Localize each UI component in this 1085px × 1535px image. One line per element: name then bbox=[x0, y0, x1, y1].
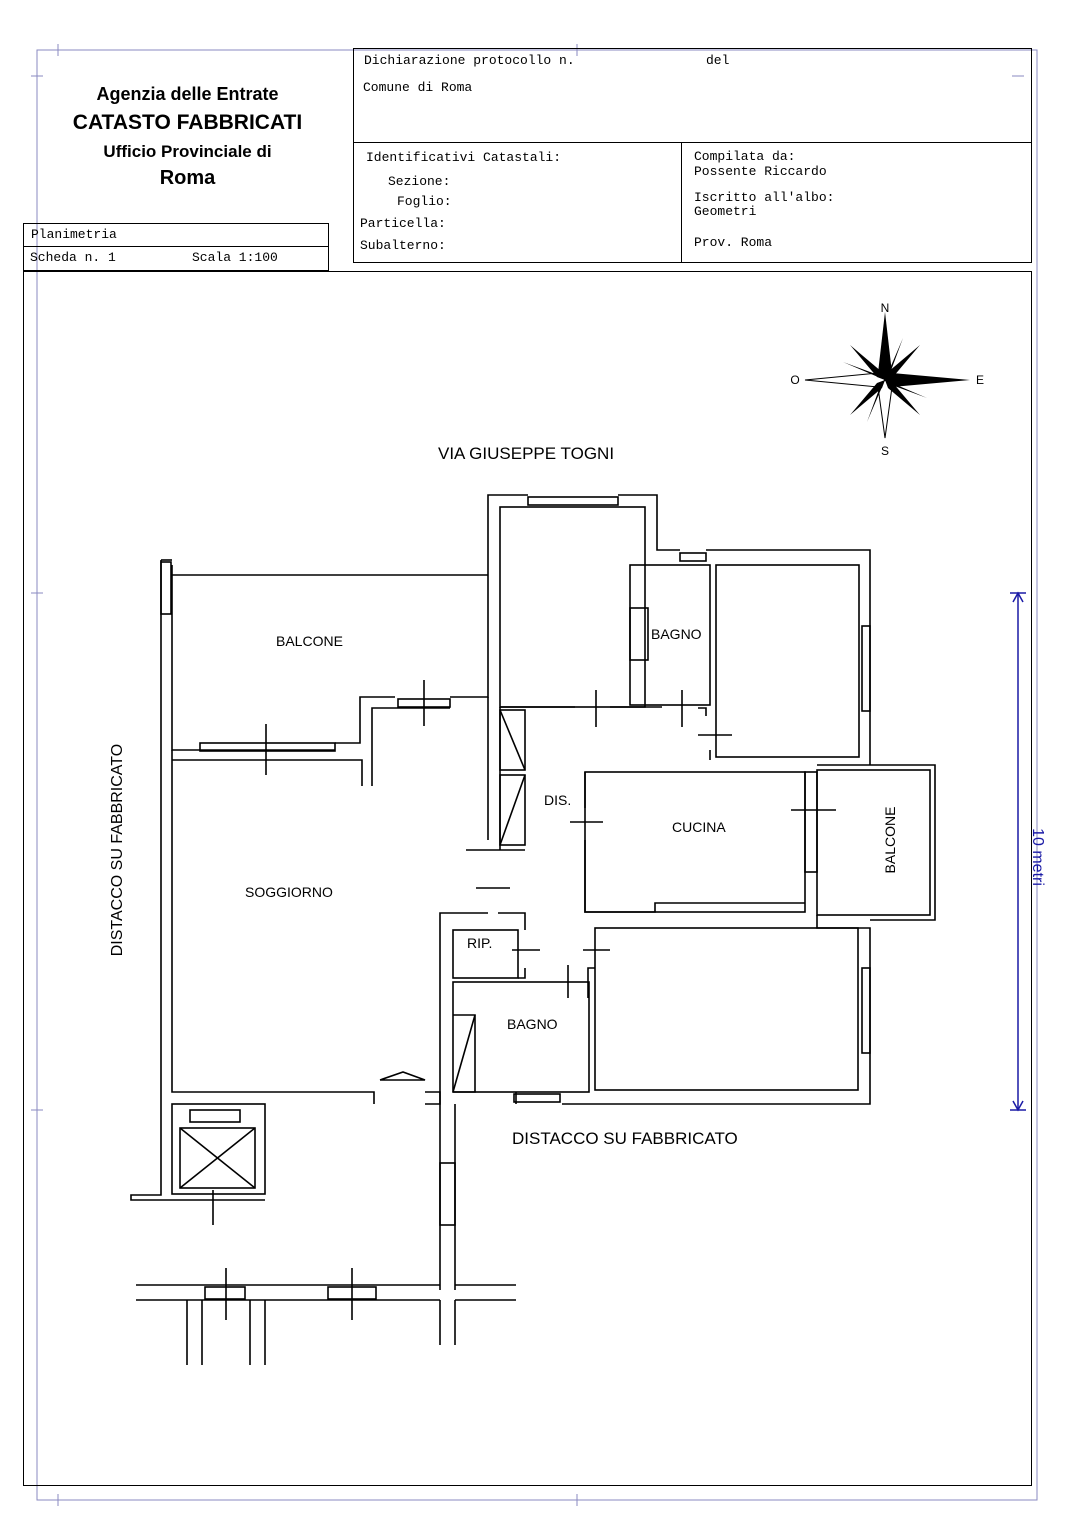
bagno-top-label: BAGNO bbox=[651, 626, 702, 642]
prov-label: Prov. Roma bbox=[694, 235, 773, 250]
balcone-right-label: BALCONE bbox=[882, 807, 898, 874]
compilata-label: Compilata da: bbox=[694, 149, 796, 164]
soggiorno-label: SOGGIORNO bbox=[245, 884, 333, 900]
compilatore-name: Possente Riccardo bbox=[694, 164, 827, 179]
compass-s: S bbox=[881, 444, 889, 458]
header-right-box: Dichiarazione protocollo n. del Comune d… bbox=[353, 48, 1032, 263]
compass-e: E bbox=[976, 373, 984, 387]
distacco-bottom-label: DISTACCO SU FABBRICATO bbox=[512, 1129, 738, 1148]
scale-bar bbox=[1010, 591, 1026, 1112]
foglio-label: Foglio: bbox=[397, 194, 452, 209]
identificativi-label: Identificativi Catastali: bbox=[366, 150, 562, 165]
subalterno-label: Subalterno: bbox=[360, 238, 446, 253]
catasto-title: CATASTO FABBRICATI bbox=[72, 111, 303, 134]
ufficio-label: Ufficio Provinciale di bbox=[103, 142, 272, 161]
comune-label: Comune di Roma bbox=[363, 80, 473, 95]
del-label: del bbox=[706, 53, 730, 68]
sezione-label: Sezione: bbox=[388, 174, 451, 189]
planimetria-box: Planimetria Scheda n. 1 Scala 1:100 bbox=[23, 223, 329, 271]
compass-rose: N S E O bbox=[790, 301, 984, 458]
scheda-label: Scheda n. 1 bbox=[30, 250, 116, 265]
albo-value: Geometri bbox=[694, 204, 757, 219]
planimetria-label: Planimetria bbox=[31, 227, 117, 242]
drawing-frame bbox=[23, 271, 1032, 1486]
bagno-bottom-label: BAGNO bbox=[507, 1016, 558, 1032]
dis-label: DIS. bbox=[544, 792, 572, 808]
city-label: Roma bbox=[159, 167, 216, 189]
compass-n: N bbox=[881, 301, 890, 315]
cucina-label: CUCINA bbox=[672, 819, 726, 835]
rip-label: RIP. bbox=[467, 935, 493, 951]
dichiarazione-label: Dichiarazione protocollo n. bbox=[364, 53, 575, 68]
iscritto-label: Iscritto all'albo: bbox=[694, 190, 835, 205]
street-label: VIA GIUSEPPE TOGNI bbox=[438, 444, 615, 463]
scale-label: Scala 1:100 bbox=[192, 250, 278, 265]
balcone-top-label: BALCONE bbox=[276, 633, 343, 649]
distacco-left-label: DISTACCO SU FABBRICATO bbox=[109, 744, 126, 956]
agency-name: Agenzia delle Entrate bbox=[96, 84, 279, 104]
scale-bar-label: 10 metri bbox=[1029, 828, 1046, 886]
compass-w: O bbox=[790, 373, 799, 387]
particella-label: Particella: bbox=[360, 216, 446, 231]
